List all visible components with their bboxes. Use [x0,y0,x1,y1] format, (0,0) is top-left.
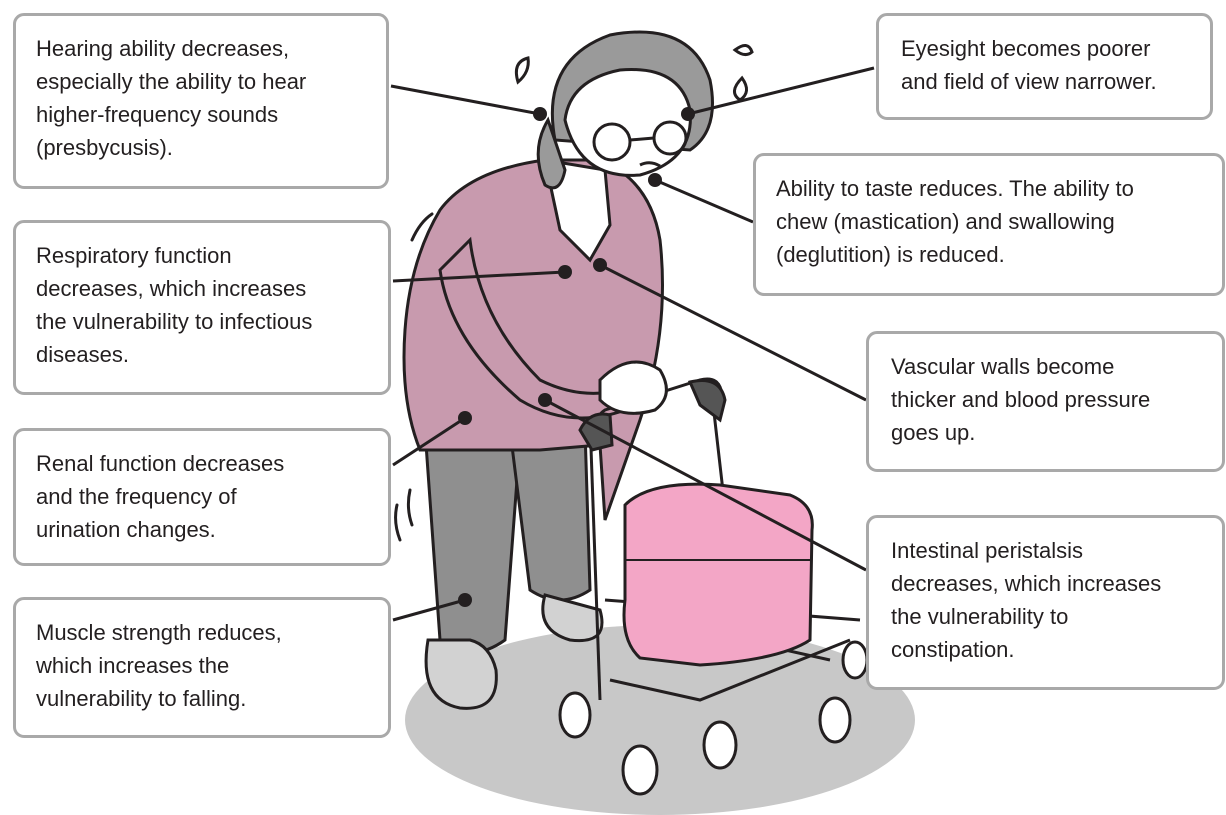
callout-renal: Renal function decreases and the frequen… [13,428,391,566]
callout-muscle: Muscle strength reduces, which increases… [13,597,391,738]
leader-lines [390,66,875,622]
callout-intestinal: Intestinal peristalsis decreases, which … [866,515,1225,690]
shoes [424,593,604,710]
callout-line: constipation. [891,637,1015,662]
callout-line: Intestinal peristalsis [891,538,1083,563]
callout-hearing: Hearing ability decreases, especially th… [13,13,389,189]
callout-line: (deglutition) is reduced. [776,242,1005,267]
callout-line: vulnerability to falling. [36,686,247,711]
shirt-collar [543,158,612,263]
callout-line: diseases. [36,342,129,367]
callout-line: Muscle strength reduces, [36,620,282,645]
callout-line: and field of view narrower. [901,69,1157,94]
callout-line: urination changes. [36,517,216,542]
callout-line: which increases the [36,653,230,678]
callout-line: decreases, which increases [36,276,307,301]
callout-line: Ability to taste reduces. The ability to [776,176,1134,201]
callout-vascular: Vascular walls become thicker and blood … [866,331,1225,472]
walker-basket [622,482,814,667]
hands [598,360,668,415]
callout-line: Eyesight becomes poorer [901,36,1151,61]
callout-line: and the frequency of [36,484,237,509]
callout-line: Respiratory function [36,243,232,268]
callout-line: (presbycusis). [36,135,173,160]
callout-line: Hearing ability decreases, [36,36,290,61]
ground-shadow [405,625,915,815]
callout-line: goes up. [891,420,976,445]
callout-line: Vascular walls become [891,354,1115,379]
callout-line: the vulnerability to [891,604,1069,629]
head [536,30,714,190]
rollator-walker-icon [558,377,869,796]
callout-line: higher-frequency sounds [36,102,279,127]
callout-taste: Ability to taste reduces. The ability to… [753,153,1225,296]
callout-line: chew (mastication) and swallowing [776,209,1115,234]
callout-line: the vulnerability to infectious [36,309,313,334]
leader-dots [458,107,695,607]
callout-respiratory: Respiratory function decreases, which in… [13,220,391,395]
trousers [423,428,592,654]
callout-line: especially the ability to hear [36,69,307,94]
callout-line: decreases, which increases [891,571,1162,596]
callout-eyesight: Eyesight becomes poorer and field of vie… [876,13,1213,120]
callout-line: Renal function decreases [36,451,285,476]
callout-line: thicker and blood pressure [891,387,1151,412]
